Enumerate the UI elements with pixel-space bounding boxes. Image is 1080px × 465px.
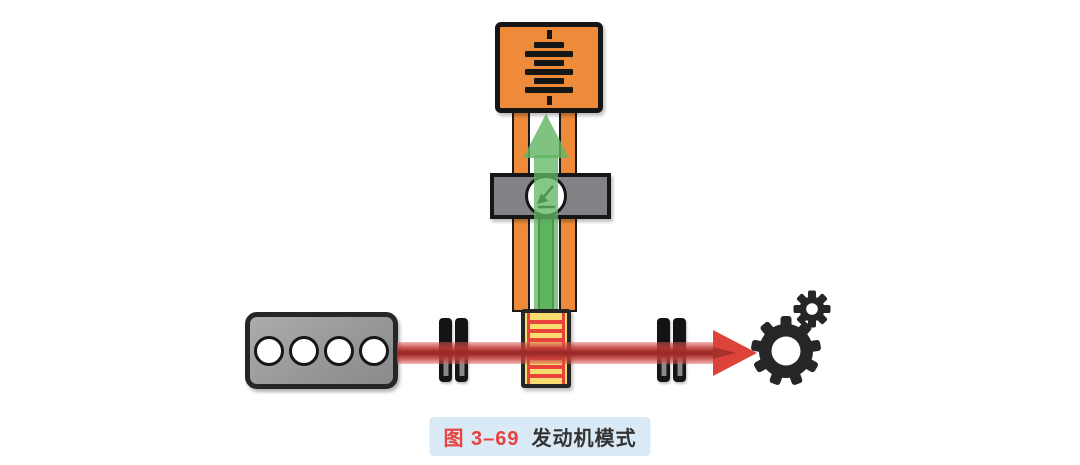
battery-cells-icon [525,30,573,105]
figure-title: 发动机模式 [531,428,637,450]
mechanical-flow-arrow-shaft [397,342,715,364]
charge-flow-arrow-shaft [534,155,558,313]
figure-caption: 图 3–69 发动机模式 [429,417,651,456]
battery-box [495,22,603,113]
cylinder-2 [289,335,319,366]
cylinder-4 [359,335,389,366]
gear-icon [751,290,831,385]
cylinder-3 [324,335,354,366]
engine-block [245,312,398,389]
figure-number: 图 3–69 [443,428,520,450]
charge-flow-arrow-head [523,114,569,158]
cylinder-1 [254,335,284,366]
mechanical-flow-arrow-head [713,330,757,376]
